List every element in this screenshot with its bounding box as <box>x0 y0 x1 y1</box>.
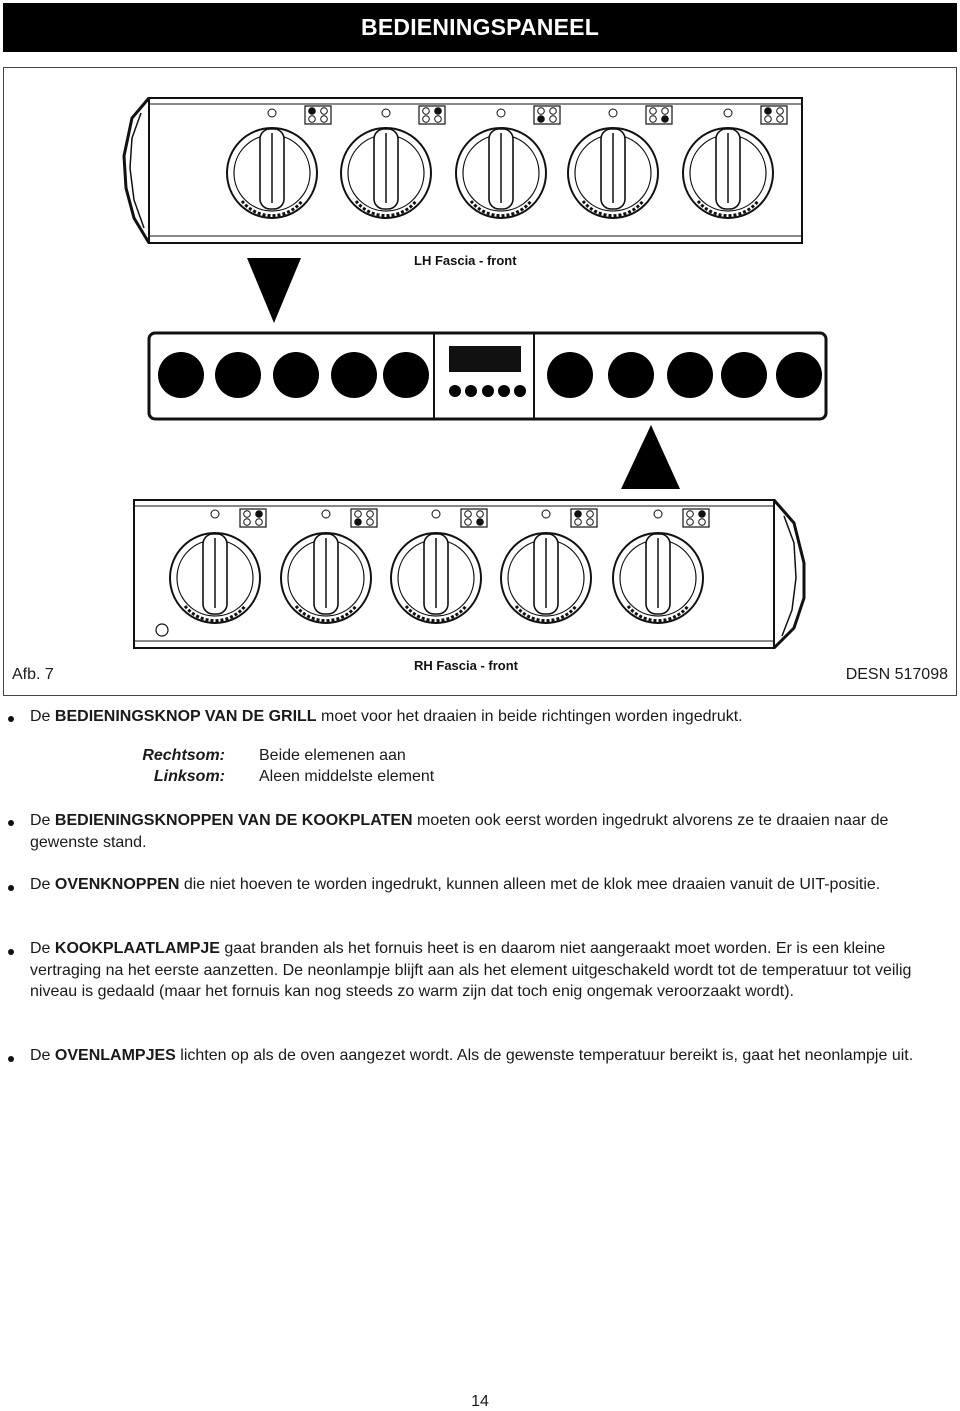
bullet-dot <box>8 949 14 955</box>
control-panel-diagram <box>122 97 828 650</box>
hob-indicator <box>304 105 332 125</box>
neon-lamp <box>267 108 277 118</box>
hob-indicator <box>239 508 267 528</box>
bullet-dot <box>8 885 14 891</box>
neon-lamp <box>381 108 391 118</box>
figure-number: Afb. 7 <box>12 666 54 683</box>
bullet-dot <box>8 716 14 722</box>
hob-indicator <box>460 508 488 528</box>
clockwise-text: Beide elemenen aan <box>259 747 406 764</box>
neon-lamp <box>608 108 618 118</box>
neon-lamp <box>541 509 551 519</box>
neon-lamp <box>723 108 733 118</box>
neon-lamp <box>321 509 331 519</box>
oven-knobs-term: OVENKNOPPEN <box>54 876 180 893</box>
page-header: BEDIENINGSPANEEL <box>3 3 957 52</box>
hob-lamp-term: KOOKPLAATLAMPJE <box>54 940 220 957</box>
neon-lamp <box>653 509 663 519</box>
oven-lamps-term: OVENLAMPJES <box>54 1047 176 1064</box>
hob-indicator <box>418 105 446 125</box>
neon-lamp <box>210 509 220 519</box>
timer-button <box>449 385 461 397</box>
page-title: BEDIENINGSPANEEL <box>361 14 599 40</box>
page-number: 14 <box>471 1393 489 1410</box>
bullet-hob-knobs: De BEDIENINGSKNOPPEN VAN DE KOOKPLATEN m… <box>30 812 889 851</box>
front-panel-overview <box>147 331 828 421</box>
counterclockwise-text: Aleen middelste element <box>259 768 435 785</box>
design-reference: DESN 517098 <box>845 666 948 683</box>
lh-fascia-label: LH Fascia - front <box>414 253 517 268</box>
knob-overview <box>273 352 319 398</box>
control-knob <box>280 532 372 624</box>
timer-button <box>514 385 526 397</box>
knob-overview <box>215 352 261 398</box>
knob-overview <box>547 352 593 398</box>
hob-indicator <box>533 105 561 125</box>
control-knob <box>567 127 659 219</box>
bullet-dot <box>8 820 14 826</box>
knob-overview <box>608 352 654 398</box>
control-knob <box>682 127 774 219</box>
bullet-oven-knobs: De OVENKNOPPEN die niet hoeven te worden… <box>30 876 881 893</box>
timer-button <box>465 385 477 397</box>
arrows <box>247 258 680 489</box>
knob-overview <box>667 352 713 398</box>
bullet-dot <box>8 1056 14 1062</box>
timer-button <box>482 385 494 397</box>
hob-indicator <box>645 105 673 125</box>
hob-indicator <box>760 105 788 125</box>
control-knob <box>340 127 432 219</box>
control-knob <box>390 532 482 624</box>
control-knob <box>169 532 261 624</box>
figure-7: LH Fascia - front RH Fascia - front Afb.… <box>3 67 957 696</box>
hob-indicator <box>350 508 378 528</box>
grill-knob-term: BEDIENINGSKNOP VAN DE GRILL <box>54 708 317 725</box>
knob-overview <box>383 352 429 398</box>
control-knob <box>226 127 318 219</box>
control-knob <box>500 532 592 624</box>
hob-indicator <box>570 508 598 528</box>
knob-overview <box>721 352 767 398</box>
bullet-grill-knob: De BEDIENINGSKNOP VAN DE GRILL moet voor… <box>30 708 743 725</box>
knob-overview <box>776 352 822 398</box>
knob-overview <box>331 352 377 398</box>
hob-knobs-term: BEDIENINGSKNOPPEN VAN DE KOOKPLATEN <box>54 812 413 829</box>
clockwise-label: Rechtsom: <box>142 747 225 764</box>
timer-button <box>498 385 510 397</box>
hob-indicator <box>682 508 710 528</box>
bullet-hob-lamp: De KOOKPLAATLAMPJE gaat branden als het … <box>30 940 912 1000</box>
knob-overview <box>158 352 204 398</box>
rh-fascia-label: RH Fascia - front <box>414 658 519 673</box>
neon-lamp <box>431 509 441 519</box>
neon-lamp <box>496 108 506 118</box>
control-knob <box>612 532 704 624</box>
bullet-oven-lamps: De OVENLAMPJES lichten op als de oven aa… <box>30 1047 914 1064</box>
control-knob <box>455 127 547 219</box>
counterclockwise-label: Linksom: <box>153 768 225 785</box>
